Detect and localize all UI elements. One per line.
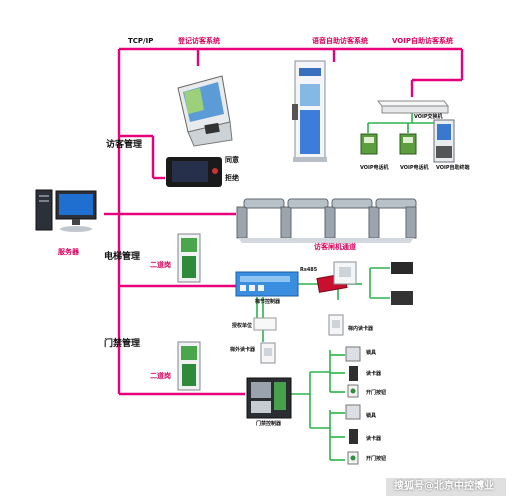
- voip-switch-icon: [376, 100, 450, 114]
- rs485-label: Rs485: [300, 267, 318, 273]
- voip-kiosk-icon: [433, 119, 455, 163]
- auth-unit-label: 授权单位: [232, 323, 253, 329]
- voip-phone-1-icon: [360, 133, 378, 155]
- access-controller-icon: [246, 377, 292, 419]
- server-icon: [35, 189, 97, 232]
- exit-button-2-icon: [347, 451, 359, 465]
- section-elevator-mgmt: 电梯管理: [104, 252, 141, 262]
- register-terminal-icon: [177, 75, 233, 147]
- voip-kiosk-label: VOIP自助终端: [436, 165, 470, 171]
- voip-phone-2-icon: [399, 133, 417, 155]
- qr-kiosk-elevator-icon: [177, 233, 201, 283]
- elevator-controller-label: 梯节控制器: [255, 299, 281, 305]
- voice-terminal-label: 语音自助访客系统: [312, 37, 368, 45]
- qr-kiosk-access-icon: [177, 341, 201, 391]
- turnstile-caption: 访客闸机通道: [314, 243, 356, 251]
- qr-kiosk-access-label: 二道岗: [150, 372, 171, 380]
- exit-button-2-label: 开门按钮: [366, 456, 387, 462]
- exit-button-1-icon: [347, 384, 359, 398]
- access-controller-label: 门禁控制器: [256, 421, 282, 427]
- door-phone-icon: [166, 157, 222, 187]
- voip-switch-label: VOIP交换机: [414, 114, 443, 120]
- reader-1-label: 读卡器: [366, 371, 382, 377]
- turnstile-lane-icon: [236, 198, 417, 243]
- voice-kiosk-icon: [292, 60, 327, 162]
- register-terminal-label: 登记访客系统: [178, 37, 220, 45]
- card-issuer-1-icon: [391, 262, 413, 274]
- reader-2-icon: [349, 429, 358, 444]
- reader-2-label: 读卡器: [366, 436, 382, 442]
- elevator-controller-icon: [235, 271, 299, 297]
- voip-terminal-label: VOIP自助访客系统: [392, 37, 453, 45]
- lock-2-label: 锁具: [366, 413, 377, 419]
- reject-label: 拒绝: [225, 174, 239, 182]
- server-label: 服务器: [58, 248, 79, 256]
- qr-kiosk-elevator-label: 二道岗: [150, 261, 171, 269]
- exit-button-1-label: 开门按钮: [366, 390, 387, 396]
- reader-box-icon: [333, 261, 357, 285]
- network-lines: [104, 47, 464, 396]
- section-visitor-mgmt: 访客管理: [106, 140, 143, 150]
- lock-1-label: 锁具: [366, 350, 377, 356]
- protocol-label: TCP/IP: [128, 37, 154, 45]
- auth-unit-icon: [253, 317, 277, 331]
- reader-1-icon: [349, 366, 358, 381]
- inner-reader-label: 梯内读卡器: [348, 326, 374, 332]
- lock-1-icon: [345, 346, 361, 362]
- watermark: 搜狐号@北京中控博业: [394, 481, 494, 492]
- ext-reader-icon: [260, 342, 276, 364]
- ext-reader-label: 梯外读卡器: [230, 347, 256, 353]
- voip-phone-2-label: VOIP电话机: [400, 165, 429, 171]
- card-issuer-2-icon: [391, 291, 413, 305]
- agree-label: 同意: [225, 156, 239, 164]
- section-access-mgmt: 门禁管理: [104, 339, 141, 349]
- lock-2-icon: [345, 404, 361, 420]
- voip-phone-1-label: VOIP电话机: [360, 165, 389, 171]
- inner-reader-icon: [328, 314, 344, 336]
- device-lines: [256, 113, 443, 461]
